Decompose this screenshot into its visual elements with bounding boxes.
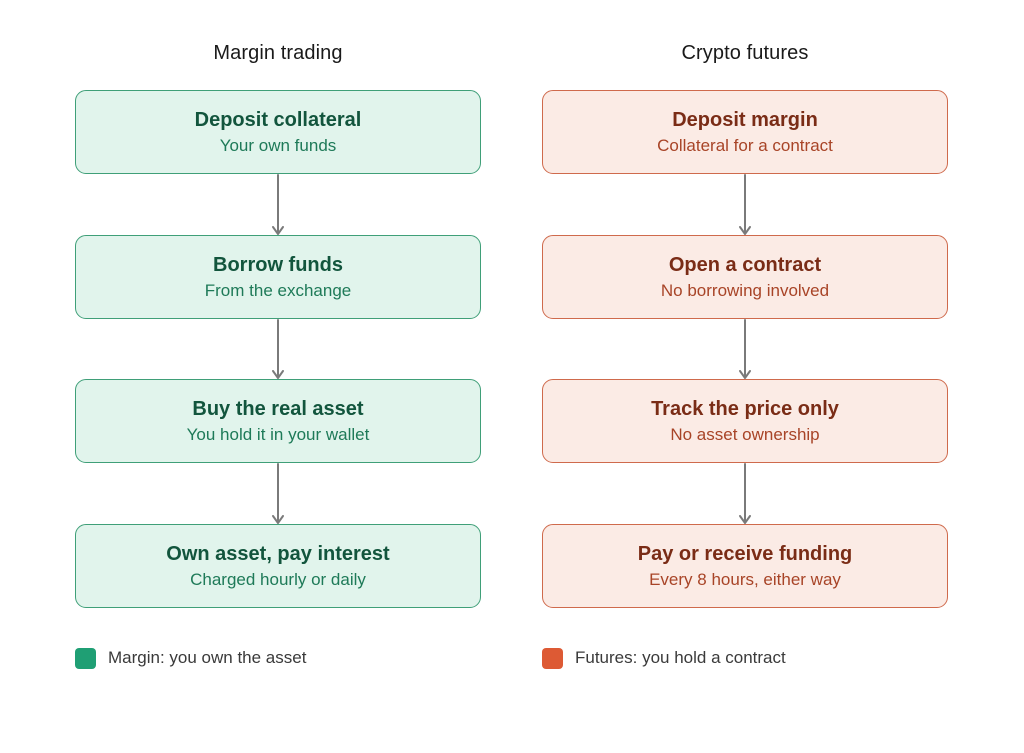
step-title: Open a contract — [668, 253, 822, 276]
step-subtitle: No asset ownership — [670, 424, 820, 444]
step-subtitle: Charged hourly or daily — [190, 569, 366, 589]
legend-swatch-margin — [75, 647, 96, 669]
step-subtitle: You hold it in your wallet — [186, 424, 370, 444]
column-title-futures: Crypto futures — [681, 42, 809, 64]
futures-step-deposit-margin: Deposit margin Collateral for a contract — [542, 90, 948, 174]
step-title: Pay or receive funding — [637, 542, 853, 565]
legend-margin: Margin: you own the asset — [75, 647, 306, 669]
step-subtitle: From the exchange — [204, 280, 352, 300]
arrowhead-margin-1 — [272, 226, 284, 235]
legend-swatch-futures — [542, 647, 563, 669]
margin-step-borrow-funds: Borrow funds From the exchange — [75, 235, 481, 319]
step-subtitle: Every 8 hours, either way — [649, 569, 841, 589]
margin-step-buy-asset: Buy the real asset You hold it in your w… — [75, 379, 481, 463]
arrowhead-margin-2 — [272, 370, 284, 379]
futures-step-track-price: Track the price only No asset ownership — [542, 379, 948, 463]
step-subtitle: Collateral for a contract — [657, 135, 833, 155]
step-title: Deposit margin — [672, 108, 818, 131]
legend-label-futures: Futures: you hold a contract — [575, 648, 786, 667]
step-title: Deposit collateral — [194, 108, 362, 131]
step-subtitle: Your own funds — [219, 135, 337, 155]
arrowhead-futures-1 — [739, 226, 751, 235]
margin-step-deposit-collateral: Deposit collateral Your own funds — [75, 90, 481, 174]
arrowhead-futures-3 — [739, 515, 751, 524]
step-subtitle: No borrowing involved — [660, 280, 830, 300]
futures-step-funding: Pay or receive funding Every 8 hours, ei… — [542, 524, 948, 608]
step-title: Own asset, pay interest — [166, 542, 390, 565]
step-title: Borrow funds — [213, 253, 343, 276]
step-title: Buy the real asset — [192, 397, 364, 420]
futures-step-open-contract: Open a contract No borrowing involved — [542, 235, 948, 319]
arrowhead-futures-2 — [739, 370, 751, 379]
column-title-margin: Margin trading — [213, 42, 343, 64]
legend-futures: Futures: you hold a contract — [542, 647, 786, 669]
legend-label-margin: Margin: you own the asset — [108, 648, 307, 667]
arrowhead-margin-3 — [272, 515, 284, 524]
margin-step-own-asset: Own asset, pay interest Charged hourly o… — [75, 524, 481, 608]
step-title: Track the price only — [651, 397, 839, 420]
